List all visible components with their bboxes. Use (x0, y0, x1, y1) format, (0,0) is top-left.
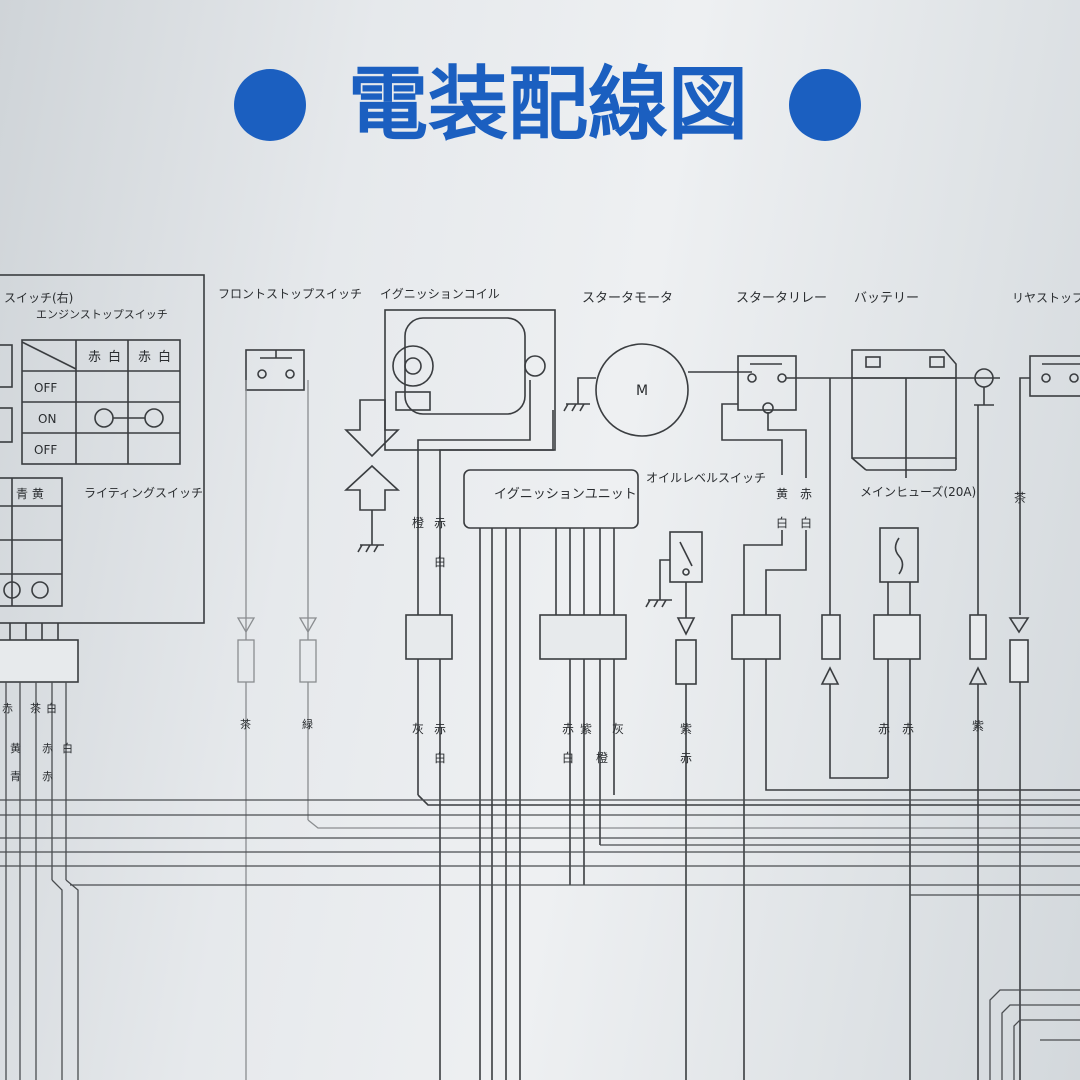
handlebar-switch-panel: スイッチ(右) エンジンストップスイッチ 赤 白 赤 白 OFF ON OFF … (0, 274, 205, 683)
table-header-4: 白 (158, 349, 171, 365)
starter-motor-label: スタータモータ (582, 291, 673, 306)
left-switch-header: 青 黄 (16, 487, 44, 501)
switch-panel-frame (0, 274, 205, 624)
front-stop-switch-label: フロントストップスイッチ (218, 287, 362, 301)
unit-wire-label-5: 灰 (612, 722, 624, 736)
ignition-unit-box (463, 469, 639, 529)
starter-relay: スタータリレー 黄 赤 白 白 (721, 291, 1080, 1080)
table-header-1: 赤 (88, 350, 101, 365)
starter-relay-box (737, 355, 797, 411)
left-wire-label-3: 白 (46, 701, 57, 715)
front-stop-wire-left: 茶 (240, 718, 251, 731)
engine-stop-switch-label: エンジンストップスイッチ (36, 308, 168, 321)
left-wire-label-5: 赤 (42, 742, 53, 755)
starter-motor: スタータモータ M (563, 291, 752, 437)
right-side: 紫 リヤストップスイッチ 茶 (968, 291, 1080, 1080)
relay-wire-label-4: 白 (800, 515, 812, 530)
front-stop-wire-right: 緑 (302, 717, 313, 731)
unit-wire-label-2: 白 (562, 750, 574, 765)
front-stop-switch: フロントストップスイッチ 茶 緑 (218, 287, 1080, 1080)
motor-symbol: M (636, 383, 648, 399)
fuse-wire-label-2: 赤 (902, 722, 914, 736)
title-dot-right (789, 69, 861, 141)
left-wire-label-8: 赤 (42, 770, 53, 783)
ignition-unit: イグニッションユニット 赤 白 紫 橙 灰 (463, 469, 639, 1080)
unit-wire-label-3: 紫 (580, 722, 592, 736)
title-dot-left (234, 69, 306, 141)
table-row-1: OFF (34, 381, 57, 395)
oil-level-switch: オイルレベルスイッチ 紫 赤 (645, 471, 766, 1080)
relay-wire-label-3: 白 (776, 515, 788, 530)
starter-motor-circle (595, 343, 689, 437)
relay-wire-label-1: 黄 (776, 487, 788, 501)
starter-relay-label: スタータリレー (736, 291, 827, 306)
left-wire-label-2: 茶 (30, 702, 41, 715)
battery-label: バッテリー (854, 291, 919, 306)
oil-wire-label-1: 紫 (680, 722, 692, 736)
harness-bus (0, 799, 1080, 1080)
title-group: 電装配線図 (234, 58, 861, 151)
lighting-switch-table (0, 477, 63, 607)
left-wires: 赤 茶 白 黄 赤 白 青 赤 (2, 682, 79, 1080)
main-fuse-label: メインヒューズ(20A) (860, 484, 976, 499)
coil-wire-bottom-1: 灰 (412, 722, 424, 736)
oil-wire-label-2: 赤 (680, 751, 692, 765)
left-wire-label-1: 赤 (2, 702, 13, 715)
battery: バッテリー (829, 291, 994, 615)
ignition-unit-label: イグニッションユニット (494, 487, 637, 502)
oil-level-switch-label: オイルレベルスイッチ (646, 471, 766, 485)
rear-stop-switch-label: リヤストップスイッチ (1012, 291, 1080, 305)
ignition-coil: イグニッションコイル 橙 赤 白 灰 赤 白 (343, 287, 1080, 1080)
unit-wire-label-1: 赤 (562, 722, 574, 736)
table-header-2: 白 (108, 349, 121, 365)
unit-wire-label-4: 橙 (596, 750, 608, 765)
left-wire-label-4: 黄 (10, 741, 21, 755)
page-title: 電装配線図 (348, 58, 748, 151)
coil-wire-bottom-3: 白 (434, 750, 446, 765)
right-wire-label-a: 紫 (972, 719, 984, 733)
coil-wire-top-1: 橙 (412, 515, 424, 530)
coil-wire-bottom-2: 赤 (434, 722, 446, 736)
left-wire-label-7: 青 (10, 770, 21, 783)
lighting-switch-label: ライティングスイッチ (84, 486, 203, 500)
coil-wire-top-3: 白 (434, 554, 446, 569)
handlebar-switch-label: スイッチ(右) (4, 290, 73, 305)
table-header-3: 赤 (138, 350, 151, 365)
left-wire-label-6: 白 (62, 741, 73, 755)
relay-wire-label-2: 赤 (800, 487, 812, 501)
right-wire-label-b: 茶 (1014, 490, 1026, 505)
ignition-coil-label: イグニッションコイル (380, 287, 500, 301)
main-fuse: メインヒューズ(20A) 赤 赤 (820, 484, 976, 1080)
fuse-wire-label-1: 赤 (878, 722, 890, 736)
table-row-2: ON (38, 412, 56, 426)
table-row-3: OFF (34, 443, 57, 457)
coil-wire-top-2: 赤 (434, 516, 446, 530)
